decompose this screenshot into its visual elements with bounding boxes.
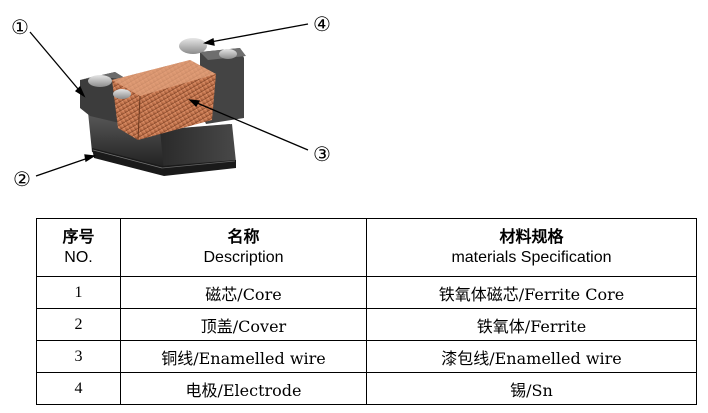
- header-material-cn: 材料规格: [499, 226, 564, 246]
- header-description-en: Description: [203, 248, 284, 266]
- callout-3: ③: [313, 142, 331, 166]
- row-description: 顶盖/Cover: [120, 308, 367, 341]
- row-number: 3: [36, 340, 121, 373]
- callout-4: ④: [313, 12, 331, 36]
- header-material: 材料规格 materials Specification: [366, 218, 697, 277]
- callout-1: ①: [11, 15, 29, 39]
- row-material: 漆包线/Enamelled wire: [366, 340, 697, 373]
- header-description-cn: 名称: [227, 226, 260, 246]
- table-row: 2 顶盖/Cover 铁氧体/Ferrite: [36, 308, 697, 341]
- row-number: 2: [36, 308, 121, 341]
- table-row: 1 磁芯/Core 铁氧体磁芯/Ferrite Core: [36, 276, 697, 309]
- header-number-en: NO.: [64, 248, 93, 266]
- header-description: 名称 Description: [120, 218, 367, 277]
- header-material-en: materials Specification: [451, 248, 612, 266]
- component-illustration: ① ② ③ ④: [11, 12, 331, 191]
- table-row: 4 电极/Electrode 锡/Sn: [36, 372, 697, 405]
- row-description: 铜线/Enamelled wire: [120, 340, 367, 373]
- header-number-cn: 序号: [62, 226, 95, 246]
- table-header-row: 序号 NO. 名称 Description 材料规格 materials Spe…: [36, 218, 697, 277]
- row-number: 1: [36, 276, 121, 309]
- row-material: 锡/Sn: [366, 372, 697, 405]
- table-row: 3 铜线/Enamelled wire 漆包线/Enamelled wire: [36, 340, 697, 373]
- copper-winding: [112, 60, 216, 141]
- row-material: 铁氧体/Ferrite: [366, 308, 697, 341]
- callout-leaders: [29, 23, 309, 177]
- row-description: 磁芯/Core: [120, 276, 367, 309]
- header-number: 序号 NO.: [36, 218, 121, 277]
- row-description: 电极/Electrode: [120, 372, 367, 405]
- row-number: 4: [36, 372, 121, 405]
- materials-table: 序号 NO. 名称 Description 材料规格 materials Spe…: [36, 218, 697, 405]
- electrode-right: [179, 38, 237, 59]
- row-material: 铁氧体磁芯/Ferrite Core: [366, 276, 697, 309]
- electrode-left: [88, 75, 131, 99]
- callout-2: ②: [13, 167, 31, 191]
